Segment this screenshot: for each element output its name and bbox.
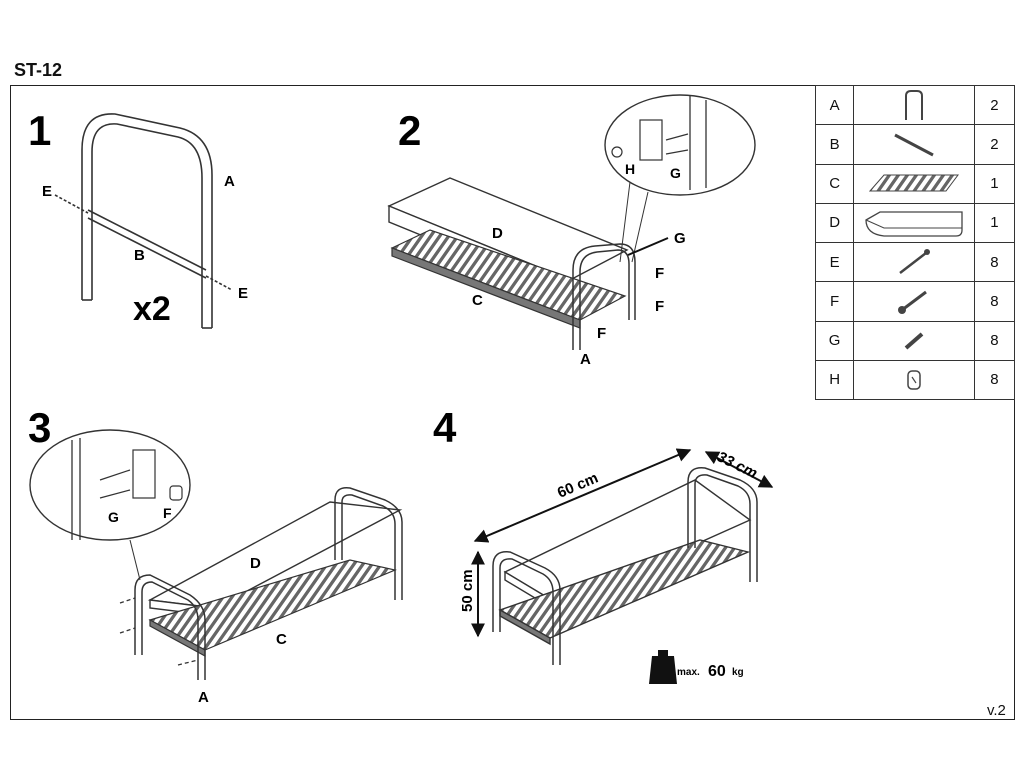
step-2-label-a: A <box>580 351 591 368</box>
slatted-shelf-icon <box>868 174 960 192</box>
step-1-label-b: B <box>134 247 145 264</box>
part-letter: D <box>814 202 855 244</box>
step-3-callout-label-f: F <box>163 505 172 521</box>
step-1-label-e2: E <box>238 285 248 302</box>
step-1-number: 1 <box>28 107 51 154</box>
step-2-label-d: D <box>492 225 503 242</box>
dimension-arrows <box>471 448 774 638</box>
part-qty: 8 <box>973 359 1016 401</box>
slatted-shelf-drawing <box>390 229 627 329</box>
step-2-callout-label-h: H <box>625 161 635 177</box>
step-1-multiplier: x2 <box>133 290 171 328</box>
weight-icon <box>649 650 677 684</box>
bar-icon <box>894 134 934 157</box>
part-qty: 1 <box>973 202 1016 244</box>
step-2-label-f1: F <box>655 265 664 282</box>
max-load-value: 60 <box>708 663 726 680</box>
max-load-label: max. <box>677 667 700 678</box>
detail-callout-3 <box>29 429 191 581</box>
part-letter: F <box>814 281 855 322</box>
dowel-icon <box>904 332 924 350</box>
step-2-label-f3: F <box>597 325 606 342</box>
step-3-label-d: D <box>250 555 261 572</box>
document-title: ST-12 <box>14 60 63 80</box>
step-1-label-e1: E <box>42 183 52 200</box>
part-letter: B <box>814 124 855 165</box>
step-2-callout-label-g: G <box>670 165 681 181</box>
parts-row: G 8 <box>814 320 1016 361</box>
step-2-label-f2: F <box>655 298 664 315</box>
step-1-label-a: A <box>224 173 235 190</box>
seat-board-icon <box>865 211 963 237</box>
part-letter: H <box>814 359 855 401</box>
parts-row: H 8 <box>814 359 1016 401</box>
dimension-depth: 33 cm <box>714 448 760 482</box>
step-2-label-g: G <box>674 230 686 247</box>
step-4: 4 60 cm 33 cm 50 cm max. 60 kg <box>433 404 774 684</box>
step-2-label-c: C <box>472 292 483 309</box>
frame-icon <box>905 90 924 121</box>
parts-row: E 8 <box>814 241 1016 283</box>
dimension-height: 50 cm <box>459 569 476 612</box>
step-2-number: 2 <box>398 107 421 154</box>
part-qty: 2 <box>973 84 1016 126</box>
step-4-number: 4 <box>433 404 457 451</box>
detail-callout-2 <box>604 94 756 263</box>
step-2: 2 D C A G F F F H G <box>387 94 756 368</box>
cam-nut-icon <box>907 370 921 390</box>
part-letter: C <box>814 163 855 204</box>
step-3-label-a: A <box>198 689 209 706</box>
step-3-number: 3 <box>28 404 51 451</box>
part-qty: 8 <box>973 281 1016 322</box>
parts-row: C 1 <box>814 163 1016 204</box>
max-load-unit: kg <box>732 667 744 678</box>
part-letter: A <box>814 84 855 126</box>
instruction-frame <box>10 85 1015 720</box>
part-qty: 1 <box>973 163 1016 204</box>
parts-row: A 2 <box>814 84 1016 126</box>
step-1: 1 A B E E x2 <box>28 107 248 329</box>
step-3-label-c: C <box>276 631 287 648</box>
part-letter: G <box>814 320 855 361</box>
parts-row: D 1 <box>814 202 1016 244</box>
step-3: 3 D C A <box>28 404 403 706</box>
step-2-frame <box>572 243 636 350</box>
bolt-icon <box>898 291 927 315</box>
assembled-bench-drawing <box>492 467 758 665</box>
parts-list-table: A 2 B 2 C 1 D 1 E 8 F 8 G 8 H 8 <box>814 84 1016 401</box>
screw-icon <box>899 249 931 275</box>
parts-row: F 8 <box>814 281 1016 322</box>
part-letter: E <box>814 241 855 283</box>
version-label: v.2 <box>987 702 1006 719</box>
step-3-screw-arrows <box>119 597 199 666</box>
step-3-frames <box>134 487 403 680</box>
part-qty: 2 <box>973 124 1016 165</box>
parts-row: B 2 <box>814 124 1016 165</box>
step-3-callout-label-g: G <box>108 509 119 525</box>
part-qty: 8 <box>973 241 1016 283</box>
step-3-shelf <box>148 559 397 658</box>
frame-a-drawing <box>54 113 233 329</box>
part-qty: 8 <box>973 320 1016 361</box>
